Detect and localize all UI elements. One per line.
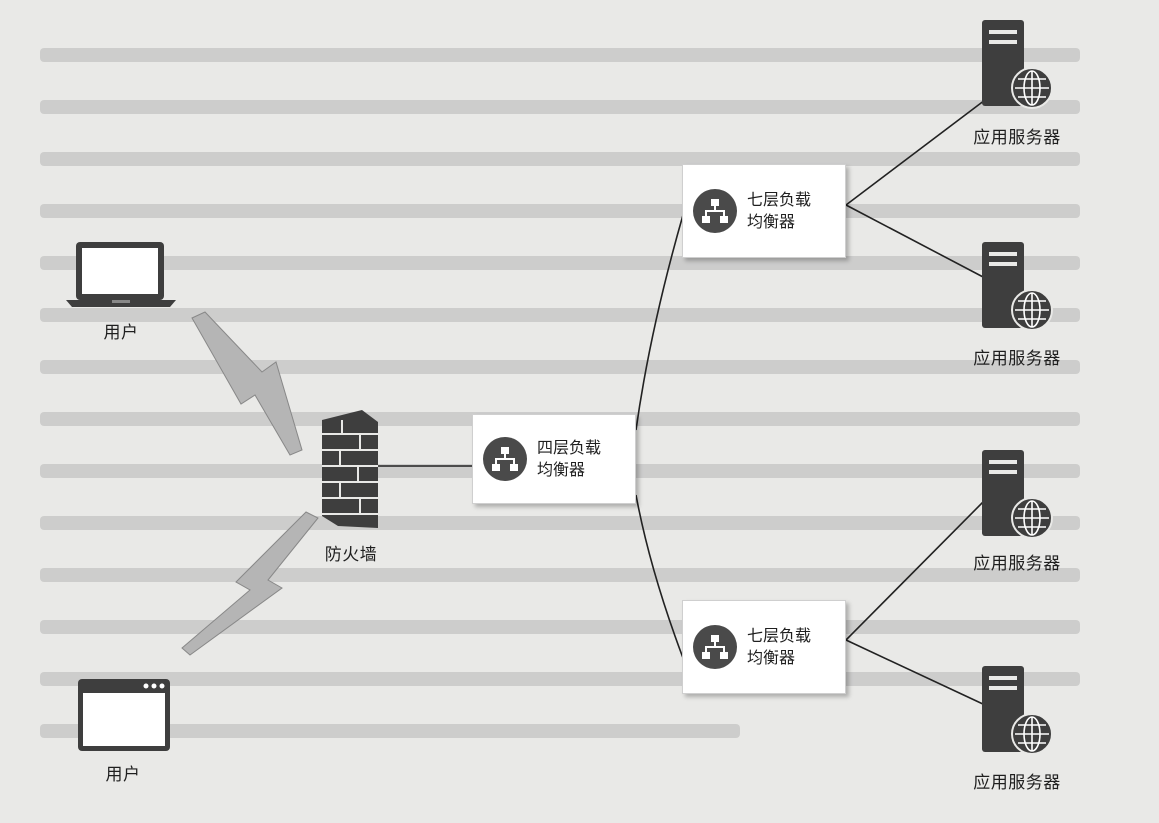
lightning-bottom [181,511,319,656]
connector-l7top-server1 [845,99,986,206]
connector-l4-l7-bottom [635,494,684,659]
connector-l7bottom-server3 [845,499,986,641]
web-server-icon [982,242,1053,331]
l4-label-line1: 四层负载 [537,438,602,457]
network-hierarchy-icon [693,189,737,233]
connector-l7bottom-server4 [845,639,986,706]
user-browser-label: 用户 [105,765,141,785]
l7-top-label-line2: 均衡器 [747,212,796,231]
laptop-icon [66,242,176,307]
network-hierarchy-icon [483,437,527,481]
connector-l4-l7-top [635,214,684,431]
browser-window-icon [78,679,170,751]
firewall-label: 防火墙 [324,545,378,565]
network-hierarchy-icon [693,625,737,669]
firewall-icon [322,410,378,528]
server-3-label: 应用服务器 [973,554,1061,574]
web-server-icon [982,450,1053,539]
l7-bottom-label-line2: 均衡器 [747,648,796,667]
server-2-label: 应用服务器 [973,349,1061,369]
server-4-label: 应用服务器 [973,773,1061,793]
l7-top-label-line1: 七层负载 [747,190,812,209]
l7-load-balancer-top: 七层负载 均衡器 [682,164,846,258]
web-server-icon [982,20,1053,109]
server-1-label: 应用服务器 [973,128,1061,148]
l7-load-balancer-bottom: 七层负载 均衡器 [682,600,846,694]
connector-l7top-server2 [845,204,986,279]
l7-bottom-label-line1: 七层负载 [747,626,812,645]
l4-load-balancer: 四层负载 均衡器 [472,414,636,504]
web-server-icon [982,666,1053,755]
l4-label-line2: 均衡器 [537,460,586,479]
user-laptop-label: 用户 [103,323,139,343]
lightning-top [191,311,303,456]
